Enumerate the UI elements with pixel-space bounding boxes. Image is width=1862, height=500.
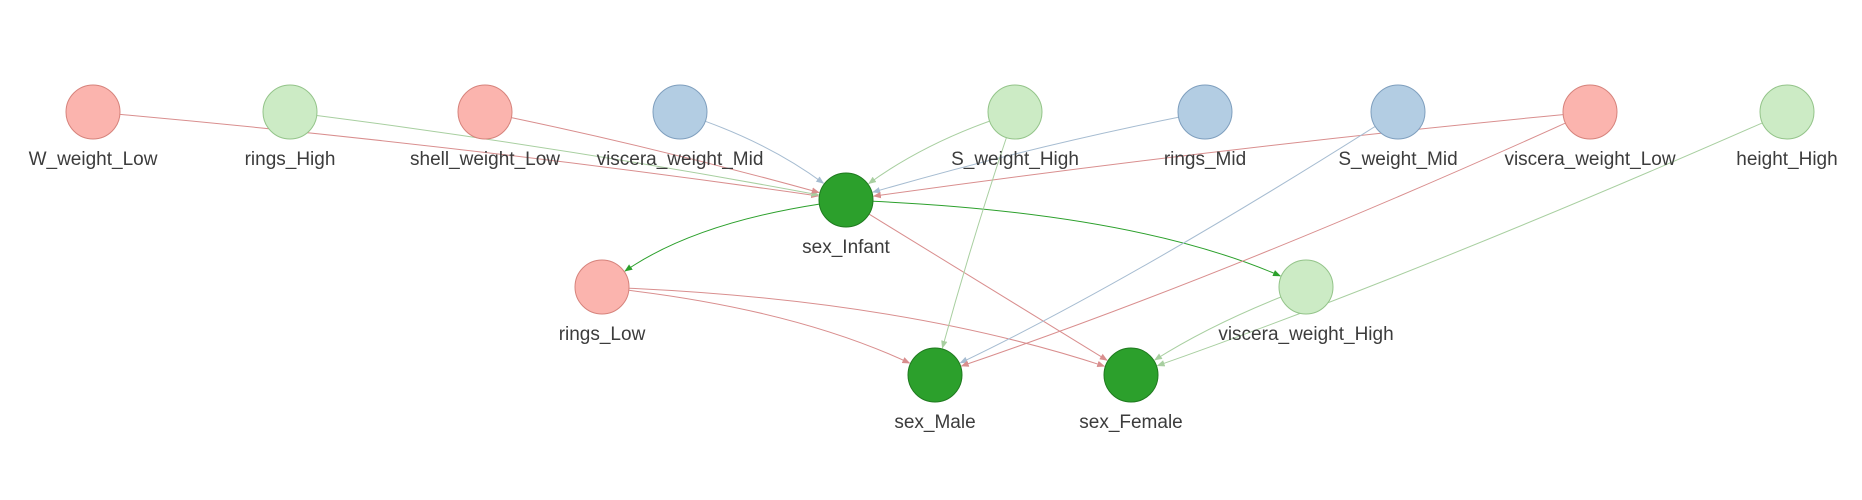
edge-sex-infant-to-rings-low: [624, 203, 820, 272]
edge-rings-high-to-sex-infant: [316, 115, 820, 197]
edge-sex-infant-to-sex-female: [868, 213, 1108, 361]
node-label-height-high: height_High: [1736, 149, 1837, 170]
edge-sex-infant-to-viscera-weight-high: [872, 200, 1282, 277]
node-label-rings-low: rings_Low: [559, 324, 646, 345]
edge-viscera-weight-high-to-sex-female: [1154, 296, 1282, 361]
edge-viscera-weight-low-to-sex-male: [960, 122, 1566, 367]
node-w-weight-low[interactable]: W_weight_Low: [29, 84, 158, 170]
edge-rings-low-to-sex-female: [628, 287, 1106, 367]
edge-s-weight-high-to-sex-male: [941, 137, 1007, 349]
node-circle-sex-male[interactable]: [907, 347, 963, 403]
edge-shell-weight-low-to-sex-infant: [511, 117, 820, 194]
node-label-viscera-weight-low: viscera_weight_Low: [1504, 149, 1675, 170]
node-sex-infant[interactable]: sex_Infant: [802, 172, 891, 258]
node-rings-high[interactable]: rings_High: [245, 84, 336, 170]
node-label-viscera-weight-mid: viscera_weight_Mid: [597, 149, 764, 170]
node-circle-sex-female[interactable]: [1103, 347, 1159, 403]
node-circle-rings-low[interactable]: [574, 259, 630, 315]
node-label-shell-weight-low: shell_weight_Low: [410, 149, 560, 170]
edge-viscera-weight-low-to-sex-infant: [872, 114, 1564, 199]
node-rings-mid[interactable]: rings_Mid: [1164, 84, 1246, 170]
node-circle-s-weight-high[interactable]: [987, 84, 1043, 140]
node-circle-w-weight-low[interactable]: [65, 84, 121, 140]
edge-w-weight-low-to-sex-infant: [119, 113, 820, 199]
node-label-sex-male: sex_Male: [894, 412, 975, 433]
node-label-s-weight-high: S_weight_High: [951, 149, 1079, 170]
node-circle-s-weight-mid[interactable]: [1370, 84, 1426, 140]
node-viscera-weight-high[interactable]: viscera_weight_High: [1218, 259, 1394, 345]
node-viscera-weight-mid[interactable]: viscera_weight_Mid: [597, 84, 764, 170]
node-label-sex-female: sex_Female: [1079, 412, 1183, 433]
edges-layer: [119, 113, 1763, 367]
node-label-viscera-weight-high: viscera_weight_High: [1218, 324, 1393, 345]
node-sex-female[interactable]: sex_Female: [1079, 347, 1183, 433]
node-label-s-weight-mid: S_weight_Mid: [1338, 149, 1457, 170]
edge-rings-mid-to-sex-infant: [872, 116, 1179, 194]
node-circle-sex-infant[interactable]: [818, 172, 874, 228]
node-s-weight-high[interactable]: S_weight_High: [951, 84, 1079, 170]
edge-viscera-weight-mid-to-sex-infant: [705, 120, 825, 184]
node-label-sex-infant: sex_Infant: [802, 237, 890, 258]
node-circle-shell-weight-low[interactable]: [457, 84, 513, 140]
node-sex-male[interactable]: sex_Male: [894, 347, 976, 433]
node-viscera-weight-low[interactable]: viscera_weight_Low: [1504, 84, 1676, 170]
edge-rings-low-to-sex-male: [628, 289, 911, 364]
edge-height-high-to-sex-female: [1156, 122, 1763, 367]
node-circle-rings-high[interactable]: [262, 84, 318, 140]
node-label-rings-mid: rings_Mid: [1164, 149, 1246, 170]
edge-s-weight-mid-to-sex-male: [959, 125, 1376, 364]
node-circle-viscera-weight-high[interactable]: [1278, 259, 1334, 315]
node-label-rings-high: rings_High: [245, 149, 336, 170]
node-circle-rings-mid[interactable]: [1177, 84, 1233, 140]
node-circle-viscera-weight-low[interactable]: [1562, 84, 1618, 140]
node-circle-viscera-weight-mid[interactable]: [652, 84, 708, 140]
node-rings-low[interactable]: rings_Low: [559, 259, 646, 345]
edge-s-weight-high-to-sex-infant: [868, 120, 990, 185]
node-label-w-weight-low: W_weight_Low: [29, 149, 158, 170]
node-shell-weight-low[interactable]: shell_weight_Low: [410, 84, 560, 170]
node-height-high[interactable]: height_High: [1736, 84, 1838, 170]
node-s-weight-mid[interactable]: S_weight_Mid: [1338, 84, 1458, 170]
node-circle-height-high[interactable]: [1759, 84, 1815, 140]
